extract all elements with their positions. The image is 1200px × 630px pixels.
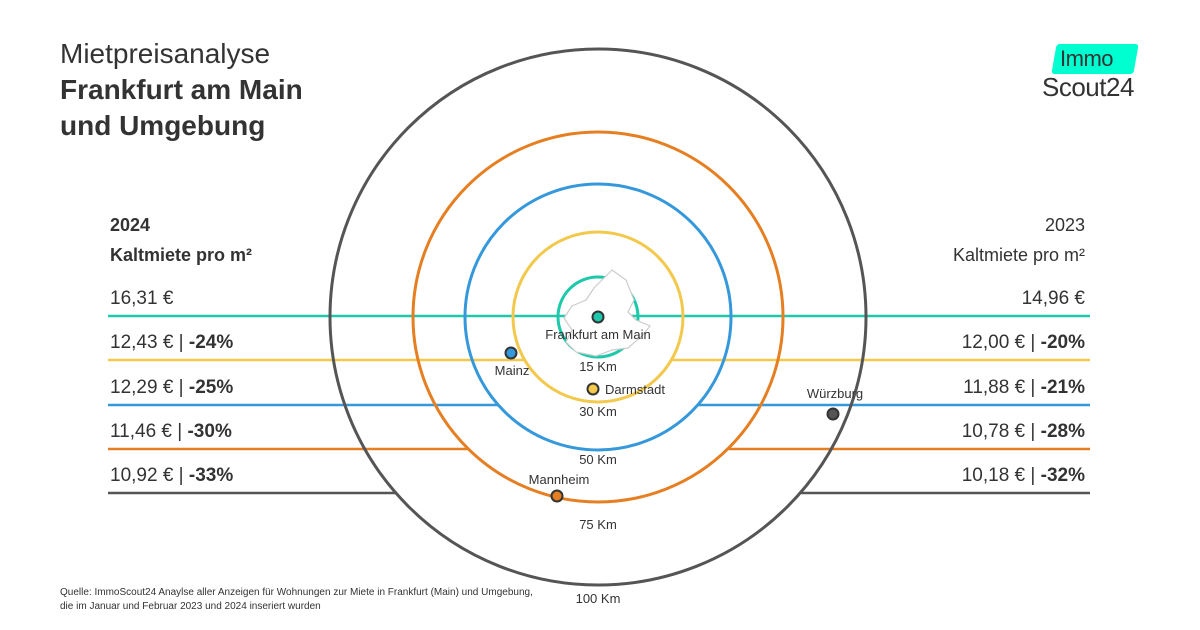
logo-text-scout: Scout24 [1042, 72, 1134, 102]
change-right: -28% [1040, 421, 1085, 442]
left-header-label: Kaltmiete pro m² [110, 245, 253, 265]
separator: | [173, 377, 189, 398]
city-label-1: Mainz [495, 363, 530, 378]
city-label-2: Darmstadt [605, 382, 665, 397]
value-left-100km: 10,92 € | -33% [110, 465, 233, 487]
price-right: 14,96 € [1021, 288, 1085, 309]
price-left: 10,92 € [110, 465, 174, 486]
ring-label-30km: 30 Km [579, 404, 617, 419]
left-column-header: 2024 Kaltmiete pro m² [110, 210, 252, 270]
ring-label-75km: 75 Km [579, 517, 617, 532]
value-right-30km: 12,00 € | -20% [962, 332, 1085, 354]
change-left: -25% [188, 377, 234, 398]
city-label-3: Würzburg [807, 386, 863, 401]
city-label-4: Mannheim [529, 472, 590, 487]
value-left-15km: 16,31 € [110, 288, 173, 310]
value-right-50km: 11,88 € | -21% [963, 377, 1085, 399]
city-label-0: Frankfurt am Main [545, 327, 650, 342]
value-left-75km: 11,46 € | -30% [110, 421, 232, 443]
value-left-50km: 12,29 € | -25% [110, 377, 233, 399]
city-dot-0 [591, 310, 605, 324]
right-column-header: 2023 Kaltmiete pro m² [953, 210, 1085, 270]
separator: | [1025, 377, 1041, 398]
price-right: 10,78 € [961, 421, 1026, 442]
source-note: Quelle: ImmoScout24 Anaylse aller Anzeig… [60, 587, 533, 612]
value-right-100km: 10,18 € | -32% [962, 465, 1085, 487]
change-right: -20% [1040, 332, 1085, 353]
ring-label-15km: 15 Km [579, 359, 617, 374]
title-line-3: und Umgebung [60, 110, 266, 141]
price-left: 16,31 € [110, 288, 174, 309]
immoscout24-logo: Immo Scout24 [1040, 44, 1150, 104]
change-left: -30% [187, 421, 232, 442]
frankfurt-map-outline [563, 269, 651, 357]
ring-50km [463, 182, 733, 452]
separator: | [173, 465, 189, 486]
title-line-2: Frankfurt am Main [60, 74, 303, 105]
price-right: 10,18 € [961, 465, 1026, 486]
ring-label-50km: 50 Km [579, 452, 617, 467]
title-line-1: Mietpreisanalyse [60, 38, 271, 69]
ring-75km [411, 130, 785, 504]
change-left: -24% [188, 332, 234, 353]
title-block: Mietpreisanalyse Frankfurt am Main und U… [60, 36, 303, 144]
separator: | [1025, 332, 1041, 353]
value-right-75km: 10,78 € | -28% [962, 421, 1085, 443]
ring-100km [328, 47, 868, 587]
change-left: -33% [188, 465, 234, 486]
ring-15km [556, 275, 640, 359]
price-left: 11,46 € [110, 421, 172, 442]
city-dot-2 [586, 382, 600, 396]
price-left: 12,29 € [110, 377, 174, 398]
city-dot-1 [504, 346, 518, 360]
value-left-30km: 12,43 € | -24% [110, 332, 233, 354]
change-right: -21% [1040, 377, 1085, 398]
ring-label-100km: 100 Km [576, 591, 621, 606]
city-dot-3 [826, 407, 840, 421]
left-header-year: 2024 [110, 215, 151, 235]
price-right: 11,88 € [963, 377, 1026, 398]
separator: | [1025, 421, 1041, 442]
price-left: 12,43 € [110, 332, 174, 353]
change-right: -32% [1040, 465, 1085, 486]
city-dot-4 [550, 489, 564, 503]
logo-text-immo: Immo [1060, 46, 1114, 71]
ring-30km [511, 230, 685, 404]
separator: | [171, 421, 188, 442]
separator: | [1025, 465, 1041, 486]
value-right-15km: 14,96 € [1022, 288, 1085, 310]
separator: | [173, 332, 189, 353]
right-header-label: Kaltmiete pro m² [952, 245, 1085, 265]
price-right: 12,00 € [961, 332, 1026, 353]
right-header-year: 2023 [1044, 215, 1085, 235]
